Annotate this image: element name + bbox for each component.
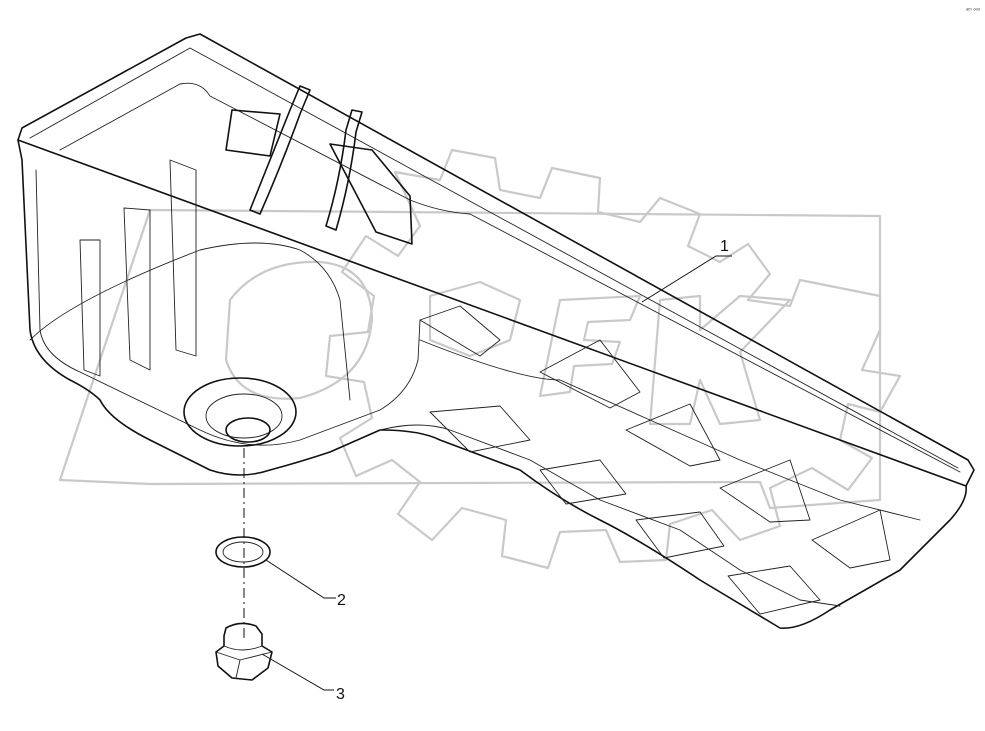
leader-lines bbox=[261, 255, 732, 691]
oil-pan bbox=[17, 33, 975, 629]
reference-code: ᵃᵐ ᵒᵒᵒ bbox=[966, 8, 981, 14]
watermark-logo bbox=[58, 148, 902, 570]
callout-3: 3 bbox=[336, 686, 345, 703]
leader-1 bbox=[641, 255, 732, 303]
callout-2: 2 bbox=[337, 592, 346, 609]
leader-3 bbox=[261, 653, 334, 691]
leader-2 bbox=[265, 559, 336, 599]
drain-plug bbox=[215, 622, 273, 681]
sealing-ring bbox=[215, 536, 271, 568]
callout-1: 1 bbox=[720, 238, 729, 255]
